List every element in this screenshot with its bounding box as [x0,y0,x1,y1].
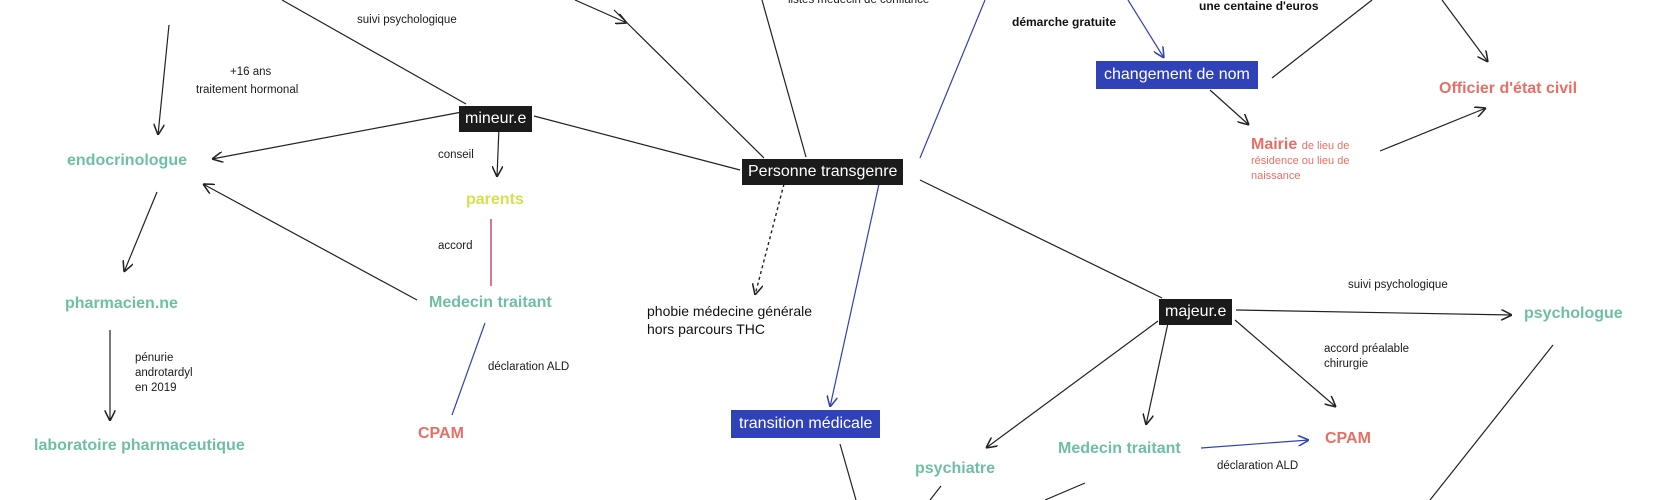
edge-medecin-right-down [1044,482,1086,500]
label-penurie-line1: pénurie [135,352,174,364]
label-conseil: conseil [438,149,474,161]
edge-endocrinologue-pharmacien [124,191,158,272]
node-cpam-left: CPAM [418,425,464,442]
node-changement-de-nom: changement de nom [1096,61,1258,89]
label-suivi-psy-top: suivi psychologique [357,14,457,26]
edge-psychiatre-down [929,485,942,500]
edge-changement-mairie [1209,89,1249,125]
label-penurie-line2: androtardyl [135,367,193,379]
node-mairie: Mairie de lieu de résidence ou lieu de n… [1251,136,1350,183]
edge-top-personne-blue [919,0,986,159]
label-accord-prealable-line1: accord préalable [1324,343,1410,355]
node-transition-medicale: transition médicale [731,410,881,438]
mairie-title: Mairie [1251,136,1298,153]
edge-top2-personne [761,0,807,158]
node-psychiatre: psychiatre [915,460,996,477]
edge-medecin-cpam-left [451,322,486,416]
edge-mineur-personne [533,115,741,171]
edge-top-to-endocrinologue [158,24,170,135]
edge-mineur-endocrinologue [212,111,463,159]
edge-personne-phobie [755,183,785,295]
label-penurie-line3: en 2019 [135,382,177,394]
edge-changement-top [1271,0,1373,79]
node-majeur: majeur.e [1159,299,1233,325]
label-suivi-psy-right: suivi psychologique [1348,279,1448,291]
label-plus16-line2: traitement hormonal [196,84,299,96]
edge-transition-down [839,443,857,500]
edge-majeur-psychologue [1235,310,1512,315]
mairie-line2: résidence ou lieu de [1251,155,1350,167]
edge-personne-majeur [919,179,1163,299]
node-endocrinologue: endocrinologue [67,152,187,169]
label-plus16-line1: +16 ans [230,66,272,78]
node-parents: parents [466,191,524,208]
edge-top-changement [1127,0,1164,58]
edge-top-officier [1441,0,1488,62]
edge-majeur-cpam [1234,319,1336,407]
edge-personne-transition [830,183,880,407]
label-accord: accord [438,240,473,252]
mairie-rest: de lieu de [1301,140,1350,152]
label-declaration-ald-left: déclaration ALD [488,361,570,373]
label-accord-prealable-line2: chirurgie [1324,358,1369,370]
node-medecin-traitant-right: Medecin traitant [1058,440,1181,457]
node-personne-transgenre: Personne transgenre [742,159,904,185]
label-demarche-gratuite: démarche gratuite [1012,15,1117,29]
edge-psychologue-down [1429,344,1554,500]
node-phobie-line2: hors parcours THC [647,321,766,337]
node-laboratoire: laboratoire pharmaceutique [34,437,245,454]
node-phobie-line1: phobie médecine générale [647,303,813,319]
edge-mairie-officier [1379,108,1486,152]
edge-majeur-medecin [1146,322,1169,425]
edge-medecin-cpam-right [1200,440,1309,449]
label-declaration-ald-right: déclaration ALD [1217,460,1299,472]
node-officier-etat-civil: Officier d'état civil [1439,80,1578,97]
node-psychologue: psychologue [1524,305,1623,322]
edge-medecin-endocrinologue [203,184,418,301]
label-centaine-euros: une centaine d'euros [1199,0,1319,13]
node-pharmacien: pharmacien.ne [65,295,178,312]
node-medecin-traitant-left: Medecin traitant [429,294,552,311]
label-listes-medecin: listes médecin de confiance [788,0,930,6]
edge-top1-personne [613,9,765,159]
edge-majeur-psychiatre [986,320,1159,448]
edge-top-arrow [574,0,627,23]
edge-top-to-mineur [281,0,467,105]
node-cpam-right: CPAM [1325,430,1371,447]
mairie-line3: naissance [1251,170,1301,182]
edge-mineur-parents [497,126,499,177]
node-mineur: mineur.e [459,106,533,132]
